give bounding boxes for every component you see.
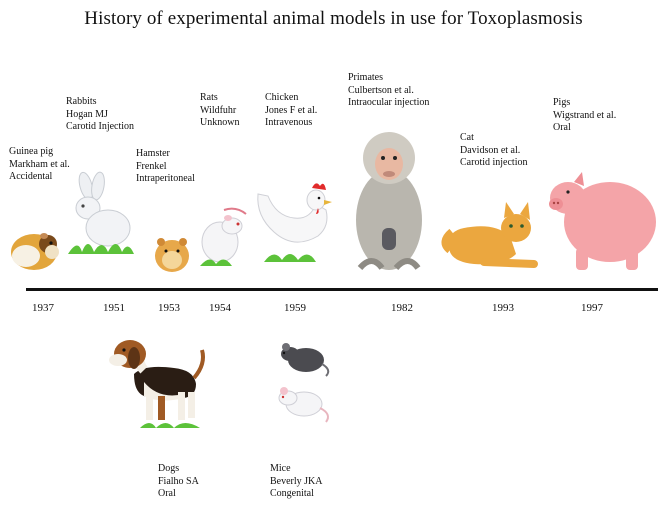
year-label: 1993 [483,302,523,314]
label-animal: Cat [460,132,528,145]
label-guinea-pig: Guinea pig Markham et al. Accidental [9,146,70,184]
label-route: Intraocular injection [348,97,429,110]
guinea-pig-icon [8,224,60,274]
label-route: Carotid Injection [66,121,134,134]
label-rats: Rats Wildfuhr Unknown [200,92,239,130]
year-label: 1937 [23,302,63,314]
year-label: 1953 [149,302,189,314]
label-author: Davidson et al. [460,145,528,158]
chicken-icon [254,176,334,262]
label-chicken: Chicken Jones F et al. Intravenous [265,92,317,130]
label-author: Culbertson et al. [348,85,429,98]
label-author: Markham et al. [9,159,70,172]
label-author: Frenkel [136,161,195,174]
label-route: Intravenous [265,117,317,130]
label-primates: Primates Culbertson et al. Intraocular i… [348,72,429,110]
rat-icon [196,204,252,268]
mice-icon [272,338,338,428]
label-route: Intraperitoneal [136,173,195,186]
primate-icon [352,128,426,274]
label-author: Fialho SA [158,476,199,489]
label-route: Oral [158,488,199,501]
label-animal: Primates [348,72,429,85]
label-animal: Chicken [265,92,317,105]
label-animal: Mice [270,463,323,476]
label-mice: Mice Beverly JKA Congenital [270,463,323,501]
timeline-axis [26,288,658,291]
label-animal: Guinea pig [9,146,70,159]
diagram-title: History of experimental animal models in… [0,8,667,30]
label-author: Hogan MJ [66,109,134,122]
label-cat: Cat Davidson et al. Carotid injection [460,132,528,170]
cat-icon [444,192,544,272]
year-label: 1997 [572,302,612,314]
dog-icon [104,334,214,430]
label-route: Accidental [9,171,70,184]
label-route: Congenital [270,488,323,501]
label-route: Oral [553,122,616,135]
pig-icon [548,168,660,274]
label-pigs: Pigs Wigstrand et al. Oral [553,97,616,135]
label-author: Beverly JKA [270,476,323,489]
label-animal: Hamster [136,148,195,161]
rabbit-icon [68,178,134,258]
label-route: Unknown [200,117,239,130]
label-animal: Dogs [158,463,199,476]
label-rabbits: Rabbits Hogan MJ Carotid Injection [66,96,134,134]
label-animal: Rabbits [66,96,134,109]
label-route: Carotid injection [460,157,528,170]
year-label: 1951 [94,302,134,314]
label-animal: Rats [200,92,239,105]
label-hamster: Hamster Frenkel Intraperitoneal [136,148,195,186]
year-label: 1954 [200,302,240,314]
label-animal: Pigs [553,97,616,110]
label-author: Jones F et al. [265,105,317,118]
label-author: Wigstrand et al. [553,110,616,123]
label-dogs: Dogs Fialho SA Oral [158,463,199,501]
year-label: 1982 [382,302,422,314]
year-label: 1959 [275,302,315,314]
hamster-icon [152,234,192,274]
label-author: Wildfuhr [200,105,239,118]
